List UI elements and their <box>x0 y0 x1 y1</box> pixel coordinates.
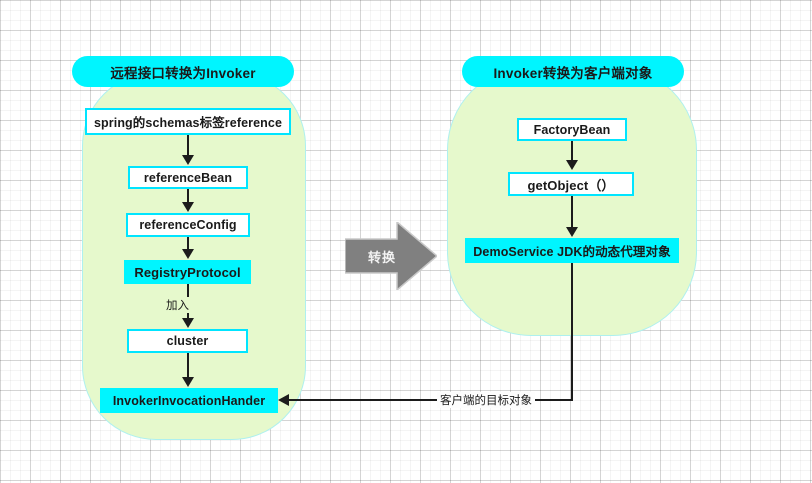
arrowhead-refconfig-to-registry <box>182 249 194 259</box>
convert-arrow-label: 转换 <box>367 249 396 265</box>
group-title-right: Invoker转换为客户端对象 <box>462 56 684 87</box>
connector-cluster-to-iih <box>187 353 189 377</box>
arrowhead-getobject-to-demoservice <box>566 227 578 237</box>
return-edge-arrowhead <box>278 394 289 406</box>
node-get-object[interactable]: getObject（） <box>508 172 634 196</box>
connector-refbean-to-refconfig <box>187 189 189 203</box>
node-reference-config[interactable]: referenceConfig <box>126 213 250 237</box>
arrowhead-factorybean-to-getobject <box>566 160 578 170</box>
node-invoker-invocation-hander[interactable]: InvokerInvocationHander <box>100 388 278 413</box>
edge-label-client-target-object: 客户端的目标对象 <box>437 392 535 408</box>
convert-arrow: 转换 <box>345 222 437 290</box>
group-title-left: 远程接口转换为Invoker <box>72 56 294 87</box>
arrowhead-schemas-to-refbean <box>182 155 194 165</box>
connector-schemas-to-refbean <box>187 135 189 156</box>
node-cluster[interactable]: cluster <box>127 329 248 353</box>
return-edge-vertical <box>571 263 573 400</box>
node-factory-bean[interactable]: FactoryBean <box>517 118 627 141</box>
node-reference-bean[interactable]: referenceBean <box>128 166 248 189</box>
node-spring-schemas-reference[interactable]: spring的schemas标签reference <box>85 108 291 135</box>
connector-getobject-to-demoservice <box>571 196 573 227</box>
node-registry-protocol[interactable]: RegistryProtocol <box>124 260 251 284</box>
edge-label-join: 加入 <box>164 297 191 313</box>
arrowhead-cluster-to-iih <box>182 377 194 387</box>
arrowhead-registry-to-cluster <box>182 318 194 328</box>
connector-factorybean-to-getobject <box>571 141 573 161</box>
convert-arrow-shape <box>345 222 437 290</box>
arrowhead-refbean-to-refconfig <box>182 202 194 212</box>
return-edge-horizontal <box>289 399 573 401</box>
connector-refconfig-to-registry <box>187 237 189 250</box>
node-demoservice-jdk-proxy[interactable]: DemoService JDK的动态代理对象 <box>465 238 679 263</box>
